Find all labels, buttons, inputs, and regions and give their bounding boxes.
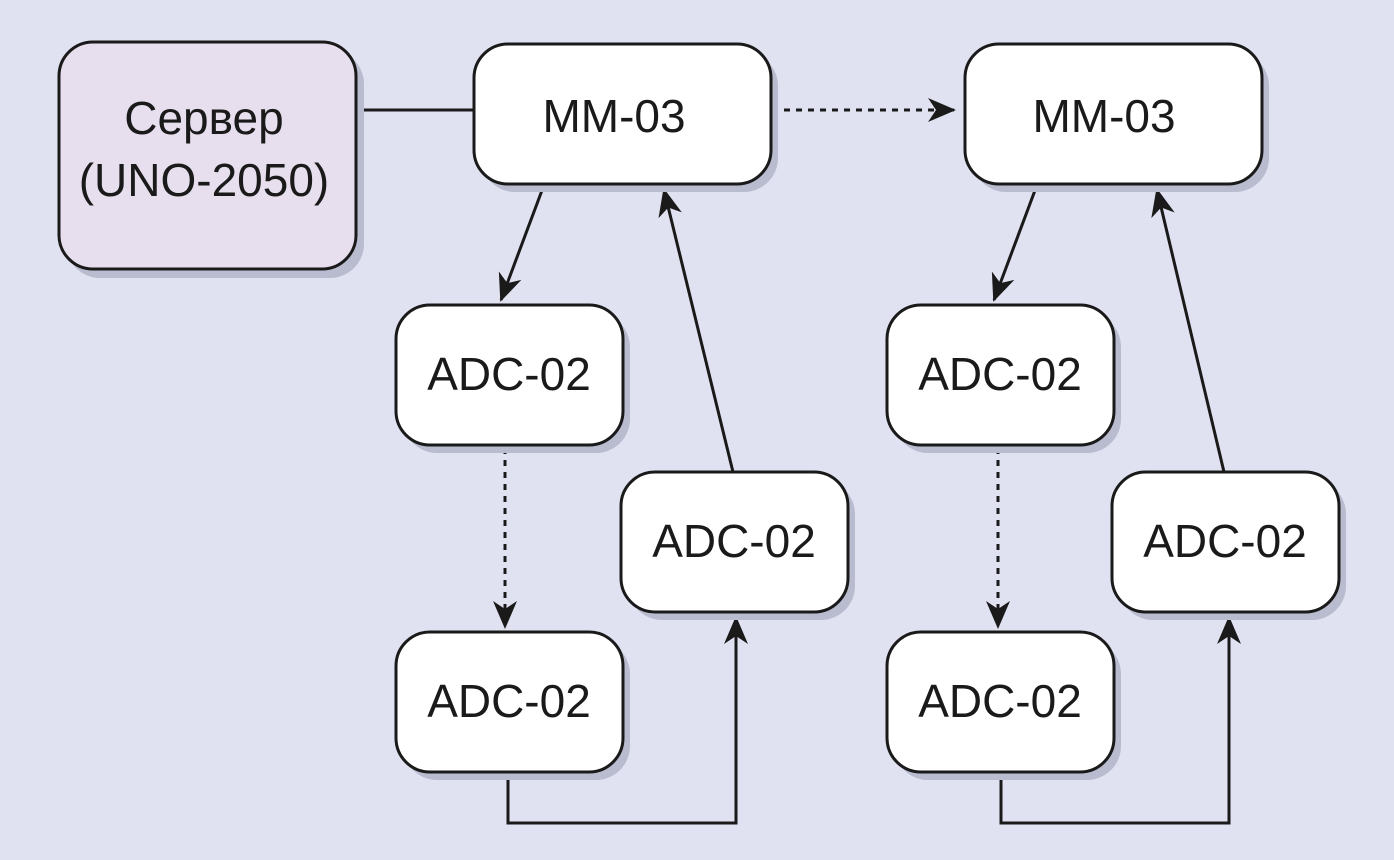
server-box bbox=[57, 40, 358, 271]
adc-left-bottom-box bbox=[394, 630, 625, 774]
mm03-right-box bbox=[963, 42, 1264, 186]
node-mm03-right: MM-03 bbox=[963, 42, 1269, 192]
node-adc-left-bottom: ADC-02 bbox=[394, 630, 630, 780]
adc-left-top-label: ADC-02 bbox=[427, 348, 591, 400]
mm03-left-label: MM-03 bbox=[542, 90, 685, 142]
node-adc-right-bottom: ADC-02 bbox=[885, 630, 1121, 780]
edge-mm03-left-to-adc-left-top bbox=[498, 184, 546, 302]
server-label-line2: (UNO-2050) bbox=[79, 154, 330, 206]
mm03-right-label: MM-03 bbox=[1032, 90, 1175, 142]
node-adc-left-middle: ADC-02 bbox=[619, 470, 855, 620]
node-server: Сервер (UNO-2050) bbox=[57, 40, 364, 278]
edges bbox=[356, 98, 1241, 825]
server-label-line1: Сервер bbox=[124, 92, 283, 144]
edge-adc-right-bottom-to-adc-right-middle bbox=[999, 616, 1241, 825]
edge-adc-right-middle-to-mm03-right bbox=[1151, 188, 1226, 473]
node-adc-right-middle: ADC-02 bbox=[1110, 470, 1346, 620]
mm03-left-box bbox=[472, 42, 773, 186]
adc-left-bottom-label: ADC-02 bbox=[427, 675, 591, 727]
adc-right-bottom-box bbox=[885, 630, 1116, 774]
adc-right-top-label: ADC-02 bbox=[918, 348, 1082, 400]
adc-left-top-box bbox=[394, 303, 625, 447]
adc-left-middle-box bbox=[619, 470, 850, 614]
adc-right-middle-box bbox=[1110, 470, 1341, 614]
edge-mm03-right-to-adc-right-top bbox=[991, 184, 1039, 302]
node-adc-left-top: ADC-02 bbox=[394, 303, 630, 453]
adc-left-middle-label: ADC-02 bbox=[652, 515, 816, 567]
node-mm03-left: MM-03 bbox=[472, 42, 778, 192]
adc-right-middle-label: ADC-02 bbox=[1143, 515, 1307, 567]
adc-right-top-box bbox=[885, 303, 1116, 447]
edge-adc-left-bottom-to-adc-left-middle bbox=[506, 616, 748, 825]
node-adc-right-top: ADC-02 bbox=[885, 303, 1121, 453]
edge-adc-left-middle-to-mm03-left bbox=[658, 188, 735, 473]
adc-right-bottom-label: ADC-02 bbox=[918, 675, 1082, 727]
